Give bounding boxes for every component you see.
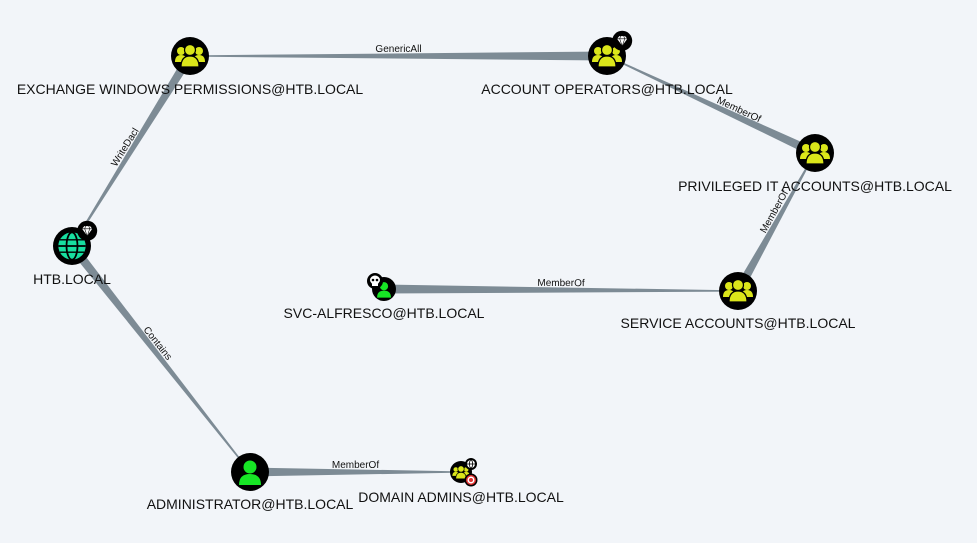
node-acctops[interactable]: ACCOUNT OPERATORS@HTB.LOCAL [481,30,733,97]
node-label: EXCHANGE WINDOWS PERMISSIONS@HTB.LOCAL [17,81,364,97]
users-group-icon [452,465,470,480]
edge-line[interactable] [606,55,817,158]
edge-acctops-privit[interactable]: MemberOf [606,55,817,158]
node-label: SVC-ALFRESCO@HTB.LOCAL [284,305,485,321]
globe-icon [58,231,86,261]
user-icon [239,460,261,485]
edge-line[interactable] [734,152,816,294]
edge-label: GenericAll [375,44,421,55]
nodes-layer: EXCHANGE WINDOWS PERMISSIONS@HTB.LOCAL AC… [17,30,952,512]
users-group-icon [592,43,622,68]
edge-label: MemberOf [332,460,379,471]
node-svcacc[interactable]: SERVICE ACCOUNTS@HTB.LOCAL [621,272,856,331]
node-svcalf[interactable]: SVC-ALFRESCO@HTB.LOCAL [284,273,485,321]
skull-icon [367,273,383,289]
node-label: HTB.LOCAL [33,271,111,287]
edge-line[interactable] [250,467,461,477]
target-icon [464,473,478,487]
edge-label: MemberOf [537,278,585,289]
node-label: PRIVILEGED IT ACCOUNTS@HTB.LOCAL [678,178,952,194]
gem-icon [77,220,98,241]
edge-exchange-acctops[interactable]: GenericAll [190,44,607,61]
users-group-icon [800,140,830,165]
edge-line[interactable] [68,243,251,473]
globe-badge-icon [465,458,477,470]
node-label: ADMINISTRATOR@HTB.LOCAL [147,496,354,512]
edges-layer: GenericAllMemberOfMemberOfMemberOfWriteD… [68,44,817,477]
users-group-icon [175,43,205,68]
edge-privit-svcacc[interactable]: MemberOf [734,152,816,294]
node-domadmins[interactable]: DOMAIN ADMINS@HTB.LOCAL [358,458,564,505]
gem-icon [612,30,633,51]
node-label: ACCOUNT OPERATORS@HTB.LOCAL [481,81,733,97]
edge-domadmins-admin[interactable]: MemberOf [250,460,461,477]
users-group-icon [723,278,753,303]
edge-line[interactable] [383,284,739,294]
node-admin[interactable]: ADMINISTRATOR@HTB.LOCAL [147,453,354,512]
node-label: SERVICE ACCOUNTS@HTB.LOCAL [621,315,856,331]
node-htb[interactable]: HTB.LOCAL [33,220,111,287]
edge-line[interactable] [190,51,607,61]
edge-svcacc-svcalf[interactable]: MemberOf [383,278,739,294]
node-privit[interactable]: PRIVILEGED IT ACCOUNTS@HTB.LOCAL [678,134,952,194]
node-exchange[interactable]: EXCHANGE WINDOWS PERMISSIONS@HTB.LOCAL [17,37,364,97]
edge-line[interactable] [71,53,194,247]
node-label: DOMAIN ADMINS@HTB.LOCAL [358,489,564,505]
